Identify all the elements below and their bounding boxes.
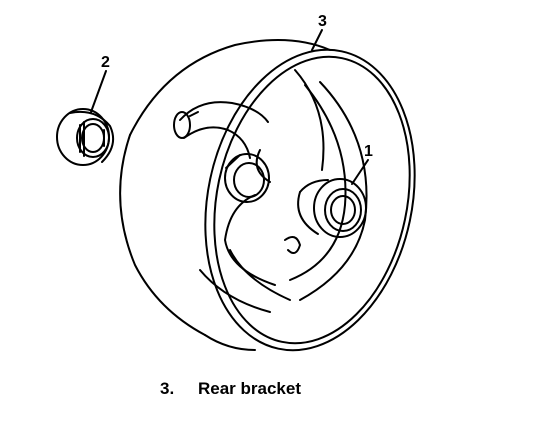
leader-line-1 [351,159,369,185]
caption-text: Rear bracket [198,379,302,398]
callout-3: 3 [318,13,327,30]
callout-2: 2 [101,54,110,71]
bushing-part-1 [313,178,367,238]
rear-bracket-part-3 [119,39,416,352]
callout-1: 1 [364,143,373,160]
bushing-part-2 [56,108,115,166]
figure-caption: 3. Rear bracket [160,379,301,399]
leader-line-2 [90,70,107,113]
leader-line-3 [311,29,323,51]
caption-number: 3. [160,379,175,398]
